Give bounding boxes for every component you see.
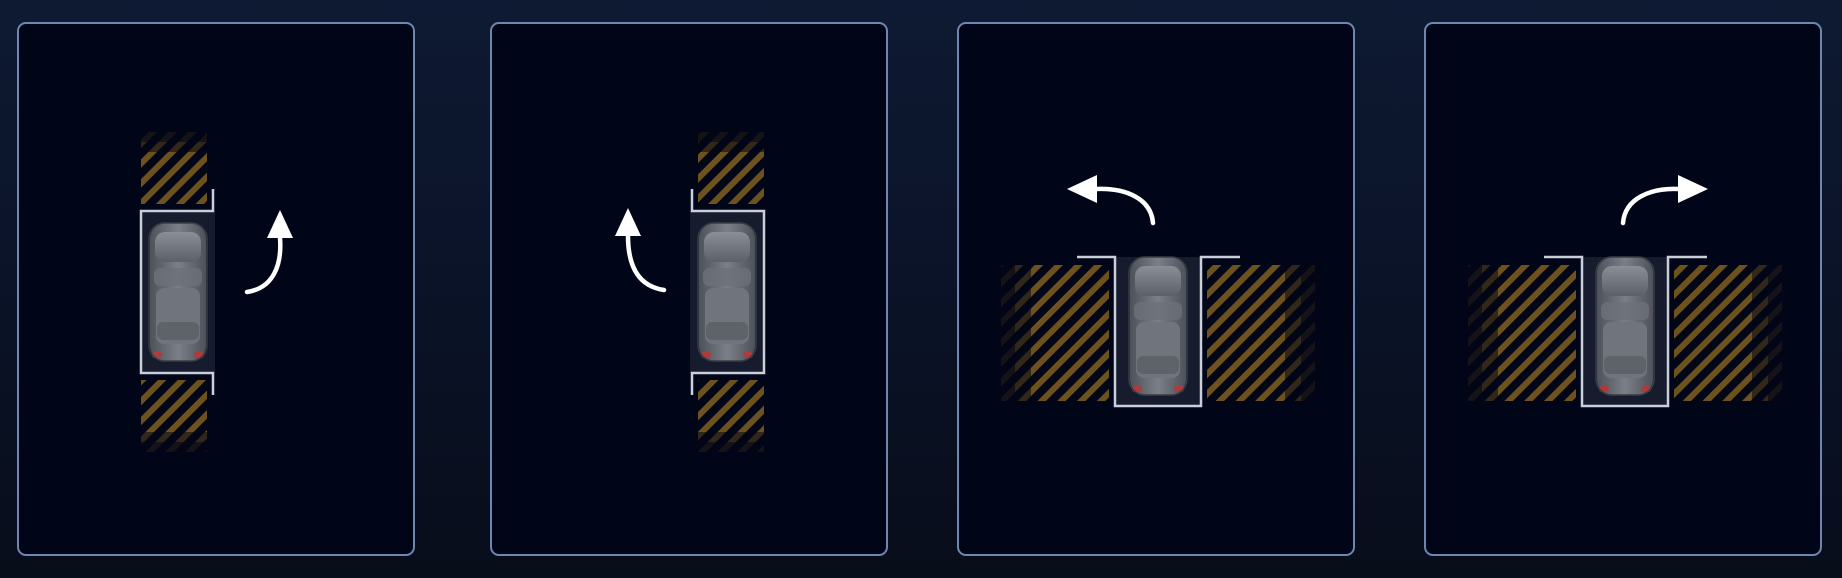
hatched-zone-right [1674,265,1782,401]
parked-car-icon [148,222,208,362]
slot-outline [690,189,766,395]
parking-option-perpendicular-right[interactable] [1424,22,1822,556]
parked-car-icon [1128,256,1188,396]
hatched-zone-left [1468,265,1576,401]
slot-outline [139,189,215,395]
parking-scene [139,132,293,452]
slot-outline [1544,255,1707,408]
parking-option-perpendicular-left[interactable] [957,22,1355,556]
parking-option-parallel-right[interactable] [17,22,415,556]
hatched-zone-top [141,132,207,204]
parked-car-icon [697,222,757,362]
hatched-zone-bottom [141,380,207,452]
curved-arrow-left-icon [1067,175,1156,226]
parking-scene [615,132,766,452]
parking-scene [1468,175,1782,408]
hatched-zone-bottom [698,380,764,452]
curved-arrow-up-icon [615,208,667,293]
curved-arrow-up-icon [244,210,293,295]
curved-arrow-right-icon [1620,175,1708,226]
parking-option-parallel-left[interactable] [490,22,888,556]
hatched-zone-top [698,132,764,204]
parked-car-icon [1595,256,1655,396]
slot-outline [1077,255,1240,408]
hatched-zone-left [1001,265,1109,401]
hatched-zone-right [1207,265,1315,401]
parking-scene [1001,175,1315,408]
